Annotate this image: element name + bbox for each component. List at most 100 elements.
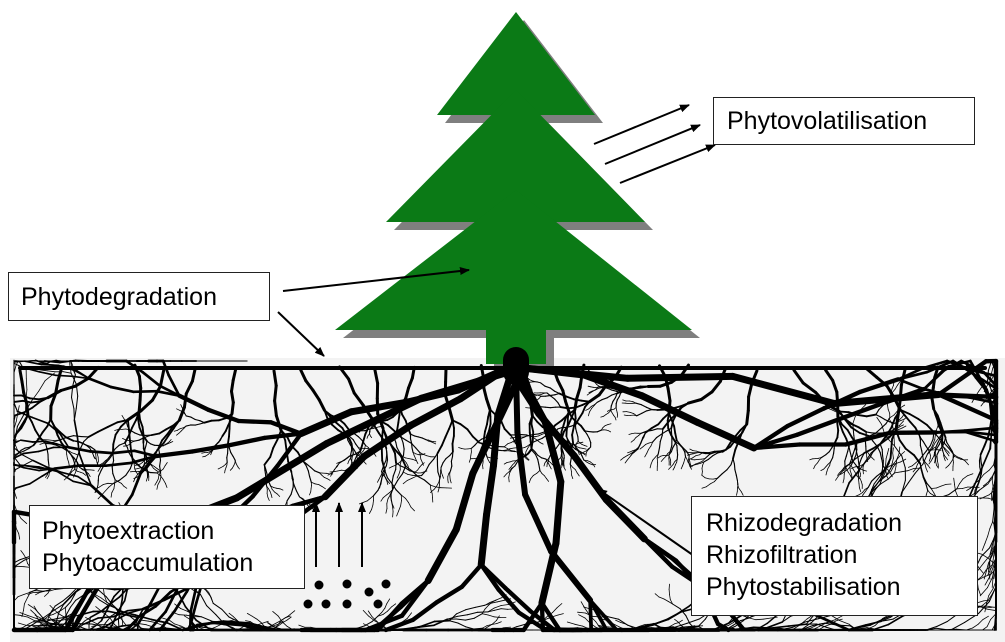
root-segment: [134, 391, 157, 392]
root-segment: [532, 440, 533, 448]
root-segment: [232, 391, 234, 402]
root-segment: [561, 407, 569, 408]
root-segment: [420, 453, 421, 456]
root-segment: [483, 462, 484, 465]
root-segment: [275, 401, 277, 416]
root-segment: [139, 376, 140, 388]
root-segment: [22, 382, 24, 393]
root-segment: [550, 407, 555, 408]
root-segment: [228, 437, 229, 445]
root-segment: [674, 426, 675, 433]
root-segment: [48, 460, 49, 466]
root-segment: [932, 398, 934, 409]
root-segment: [39, 363, 44, 364]
root-segment: [130, 441, 131, 451]
root-segment: [14, 401, 23, 402]
tree: [335, 12, 692, 364]
root-segment: [611, 406, 612, 411]
root-segment: [129, 430, 130, 440]
root-segment: [484, 432, 485, 439]
root-segment: [33, 441, 45, 442]
root-segment: [531, 416, 532, 424]
root-segment: [702, 472, 703, 475]
root-segment: [56, 375, 73, 376]
root-segment: [677, 459, 678, 462]
root-segment: [942, 443, 943, 447]
root-segment: [685, 452, 686, 457]
root-segment: [108, 483, 113, 484]
root-segment: [662, 429, 663, 435]
root-segment: [561, 449, 562, 454]
root-segment: [42, 365, 59, 366]
root-segment: [734, 464, 735, 470]
root-segment: [143, 443, 144, 448]
root-segment: [837, 431, 838, 438]
root-segment: [572, 435, 573, 443]
root-segment: [738, 484, 739, 488]
root-segment: [441, 467, 442, 470]
root-segment: [668, 389, 670, 401]
root-segment: [546, 396, 551, 397]
root-segment: [509, 478, 510, 482]
root-segment: [585, 431, 589, 432]
root-segment: [395, 453, 396, 462]
root-segment: [568, 408, 576, 409]
root-segment: [398, 415, 399, 423]
root-segment: [112, 467, 113, 474]
root-segment: [265, 470, 266, 475]
root-segment: [529, 382, 533, 383]
root-segment: [883, 455, 884, 461]
root-segment: [135, 469, 138, 470]
root-segment: [602, 388, 607, 389]
root-segment: [275, 386, 277, 401]
root-segment: [530, 433, 531, 442]
root-segment: [393, 511, 394, 517]
root-segment: [352, 457, 353, 461]
root-segment: [834, 449, 835, 454]
root-segment: [931, 488, 936, 489]
root-segment: [392, 483, 393, 490]
root-segment: [859, 479, 860, 483]
root-segment: [660, 442, 661, 448]
root-segment: [140, 388, 141, 400]
root-segment: [668, 413, 669, 421]
root-segment: [891, 449, 892, 459]
root-segment: [90, 451, 112, 453]
root-segment: [898, 400, 900, 415]
root-segment: [715, 451, 721, 452]
root-segment: [582, 401, 590, 402]
root-segment: [25, 401, 26, 412]
root-segment: [229, 429, 230, 437]
root-segment: [545, 407, 550, 408]
root-segment: [138, 420, 139, 428]
root-segment: [225, 470, 226, 473]
root-segment: [632, 433, 635, 434]
root-segment: [640, 387, 648, 388]
root-segment: [30, 398, 39, 399]
root-segment: [404, 449, 405, 455]
root-segment: [837, 424, 838, 431]
root-segment: [113, 454, 114, 461]
root-segment: [239, 421, 271, 422]
root-segment: [277, 488, 280, 489]
root-segment: [561, 453, 562, 458]
root-segment: [533, 434, 539, 435]
root-segment: [232, 380, 234, 391]
root-segment: [632, 388, 640, 389]
root-segment: [397, 423, 398, 431]
root-segment: [693, 451, 696, 452]
root-segment: [747, 411, 749, 425]
root-segment: [487, 417, 488, 424]
root-segment: [549, 459, 550, 462]
root-segment: [43, 363, 48, 364]
root-segment: [439, 485, 440, 489]
root-segment: [14, 465, 20, 466]
root-segment: [550, 395, 555, 396]
root-segment: [420, 456, 421, 459]
root-segment: [386, 448, 387, 454]
root-segment: [232, 403, 233, 414]
root-segment: [448, 480, 449, 483]
root-segment: [387, 454, 388, 460]
root-segment: [115, 480, 116, 485]
root-segment: [20, 371, 22, 382]
